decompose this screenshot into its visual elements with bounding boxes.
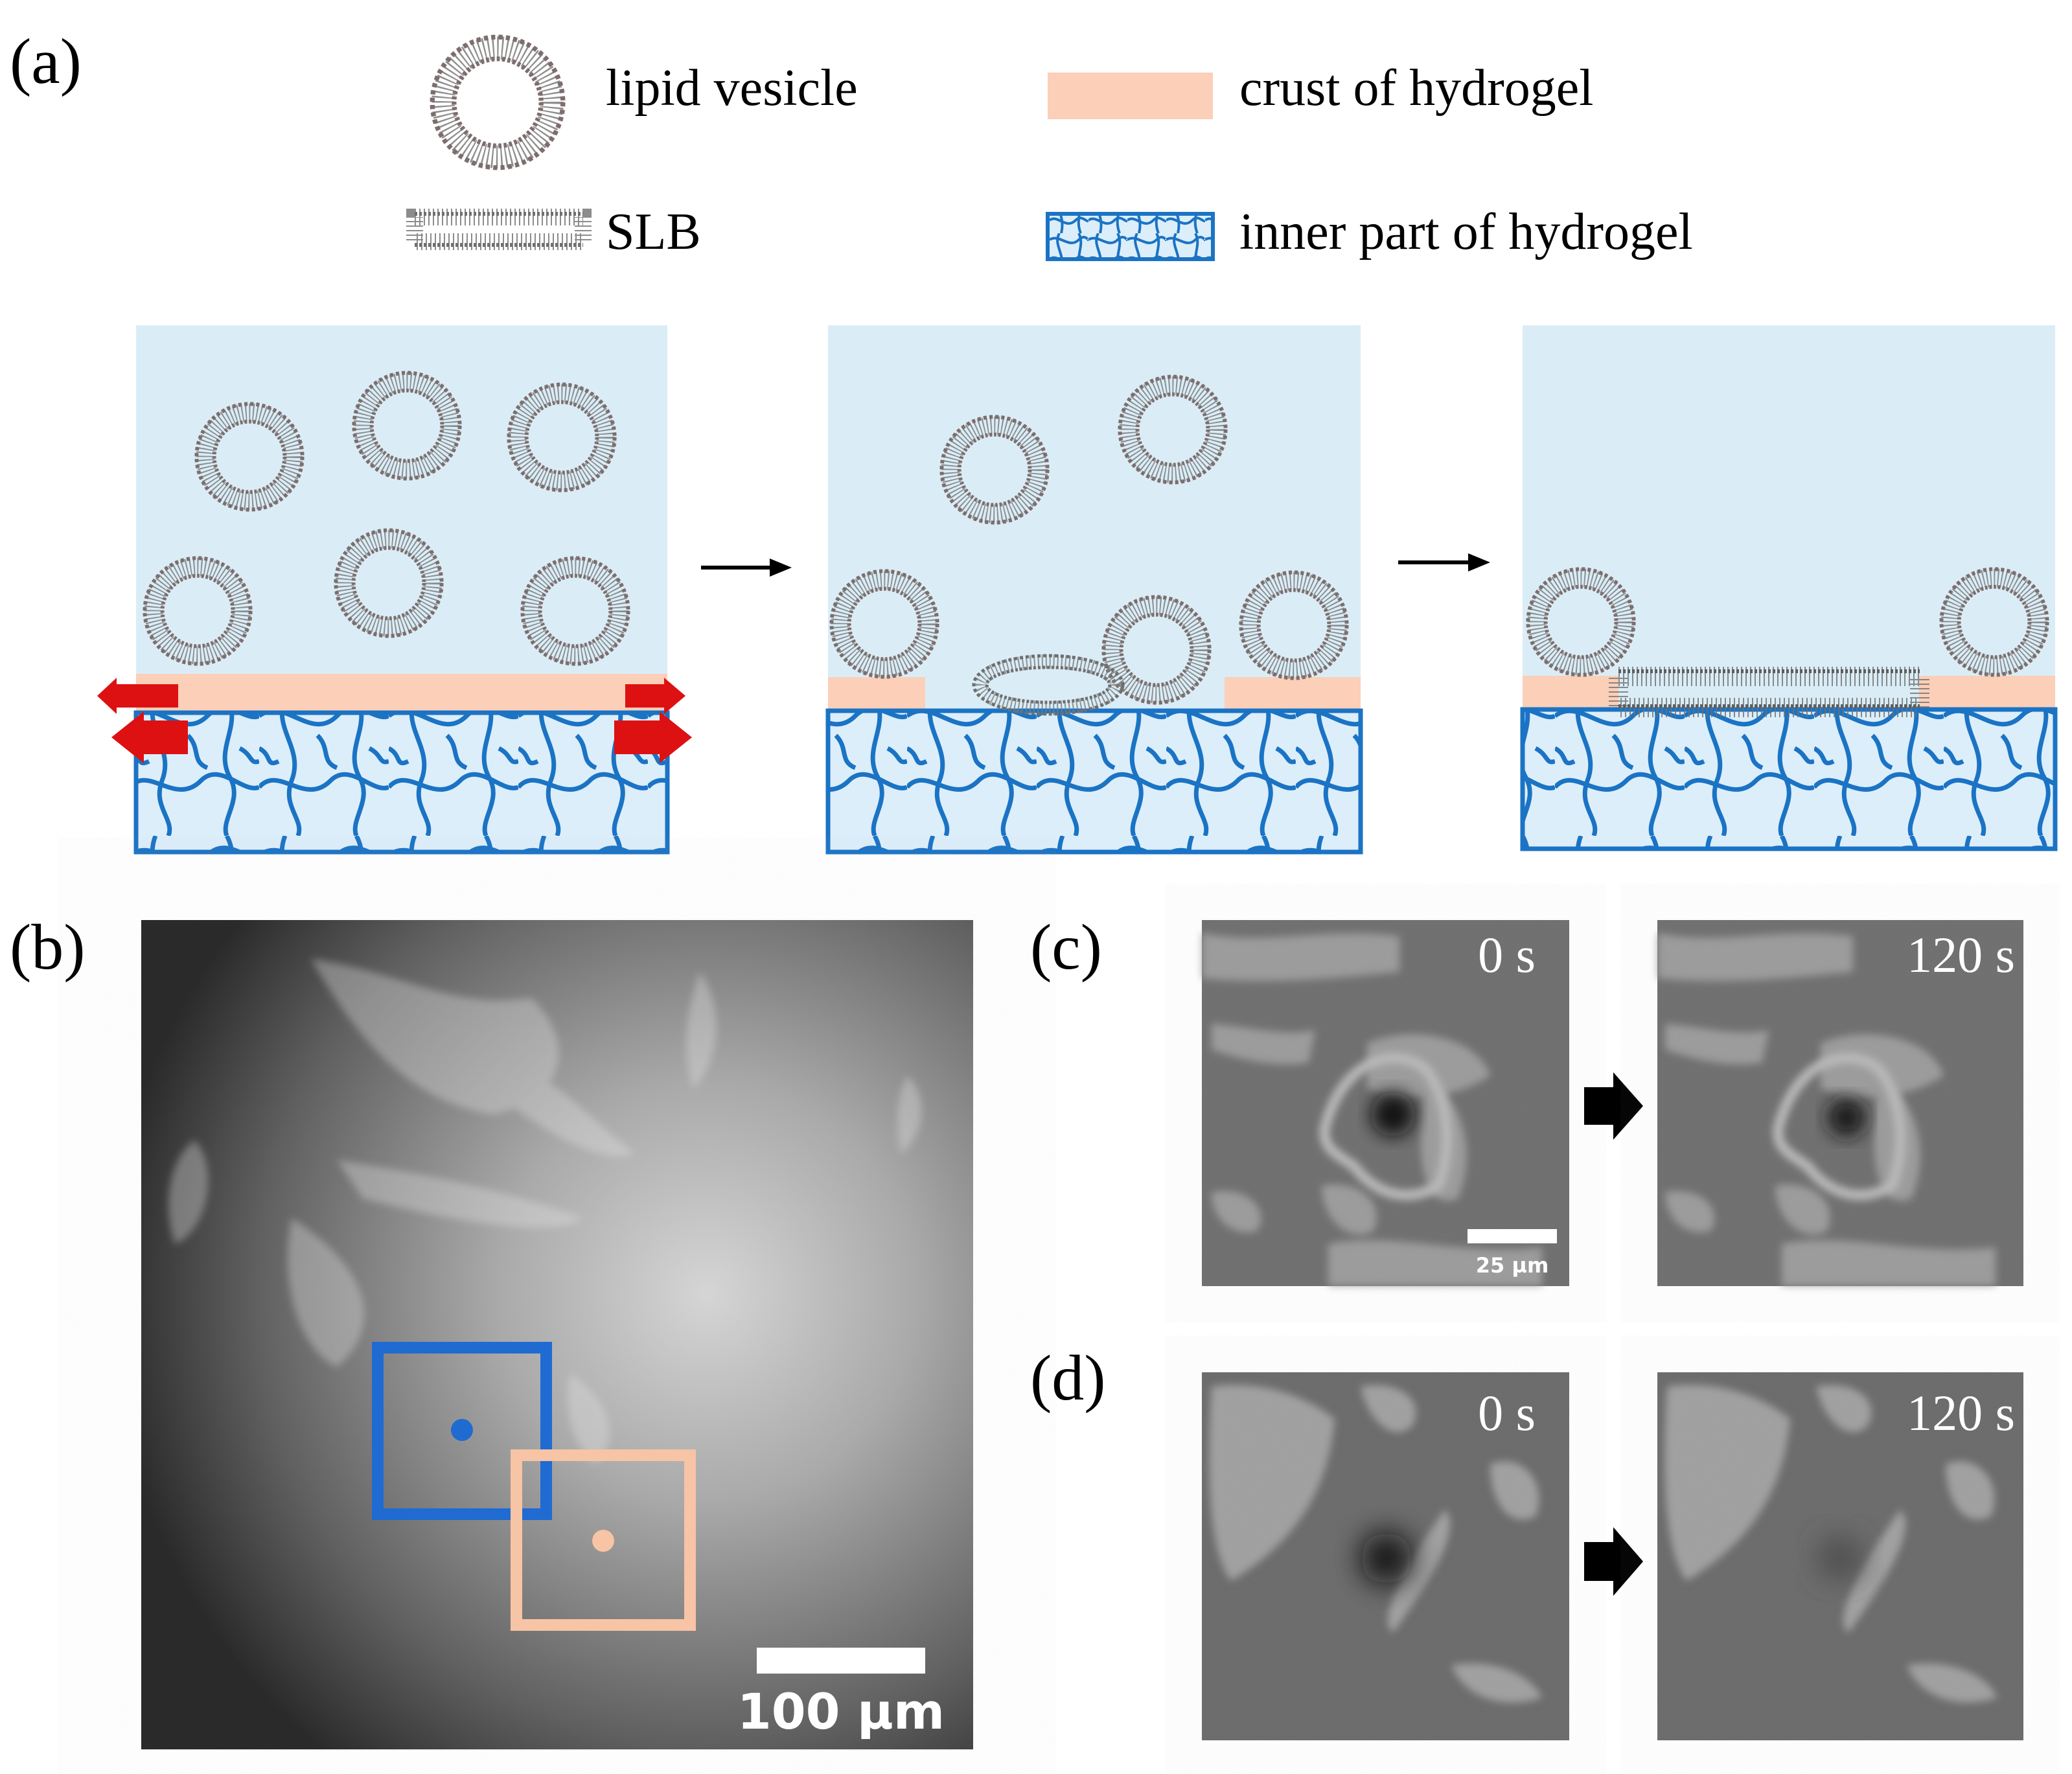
legend-crust-label: crust of hydrogel (1239, 60, 1594, 117)
hydrogel-inner (133, 710, 670, 855)
time-label-c-after: 120 s (1907, 927, 2015, 983)
lipid-vesicle-legend-icon (432, 37, 563, 168)
time-label-d-before: 0 s (1478, 1385, 1536, 1441)
slb-legend-icon (406, 209, 592, 250)
legend-inner-gel-label: inner part of hydrogel (1239, 203, 1693, 260)
water-region (828, 325, 1361, 711)
inner-gel-legend-swatch (1046, 212, 1215, 261)
panel-label-a: (a) (10, 25, 82, 97)
scale-bar-c (1468, 1229, 1557, 1243)
micrograph-d-after: 120 s (1657, 1372, 2023, 1740)
step-arrow-icon (701, 559, 792, 577)
hydrogel-inner (825, 708, 1363, 855)
step-arrow-icon (1398, 553, 1490, 571)
time-arrow-icon (1584, 1527, 1643, 1596)
hydrogel-inner (1520, 707, 2058, 851)
crust-layer (1225, 677, 1361, 711)
legend-slb-label: SLB (606, 203, 701, 260)
roi-spot-inner (592, 1530, 614, 1552)
time-label-d-after: 120 s (1907, 1385, 2015, 1441)
schematic-step-2 (825, 325, 1363, 855)
roi-box-inner (511, 1449, 696, 1631)
scale-bar-c-label: 25 µm (1476, 1253, 1549, 1278)
time-label-c-before: 0 s (1478, 927, 1536, 983)
panel-label-c: (c) (1030, 911, 1102, 983)
schematic-step-3 (1520, 325, 2058, 851)
slb-patch (1609, 667, 1929, 717)
crust-layer (1523, 676, 1618, 709)
schematic-step-1 (97, 325, 692, 855)
scale-bar-b-label: 100 µm (737, 1683, 945, 1740)
expansion-arrow-icon (97, 678, 692, 763)
legend: lipid vesicle SLB crust of hydrogel inne… (406, 37, 1693, 261)
scale-bar-b (757, 1648, 925, 1674)
crust-layer (1919, 676, 2055, 709)
flattened-vesicle-icon (972, 654, 1125, 716)
micrograph-c-before: 0 s 25 µm (1202, 920, 1569, 1286)
panel-label-d: (d) (1030, 1342, 1106, 1414)
panel-label-b: (b) (10, 911, 86, 983)
crust-legend-swatch (1048, 73, 1213, 119)
micrograph-b: 100 µm (141, 920, 973, 1749)
micrograph-c-after: 120 s (1657, 920, 2023, 1286)
time-arrow-icon (1584, 1072, 1643, 1140)
roi-spot-crust (451, 1419, 473, 1441)
legend-lipid-vesicle-label: lipid vesicle (606, 60, 858, 117)
crust-layer (136, 674, 667, 713)
micrograph-d-before: 0 s (1202, 1372, 1569, 1740)
crust-layer (828, 677, 925, 711)
roi-box-crust (372, 1342, 552, 1520)
